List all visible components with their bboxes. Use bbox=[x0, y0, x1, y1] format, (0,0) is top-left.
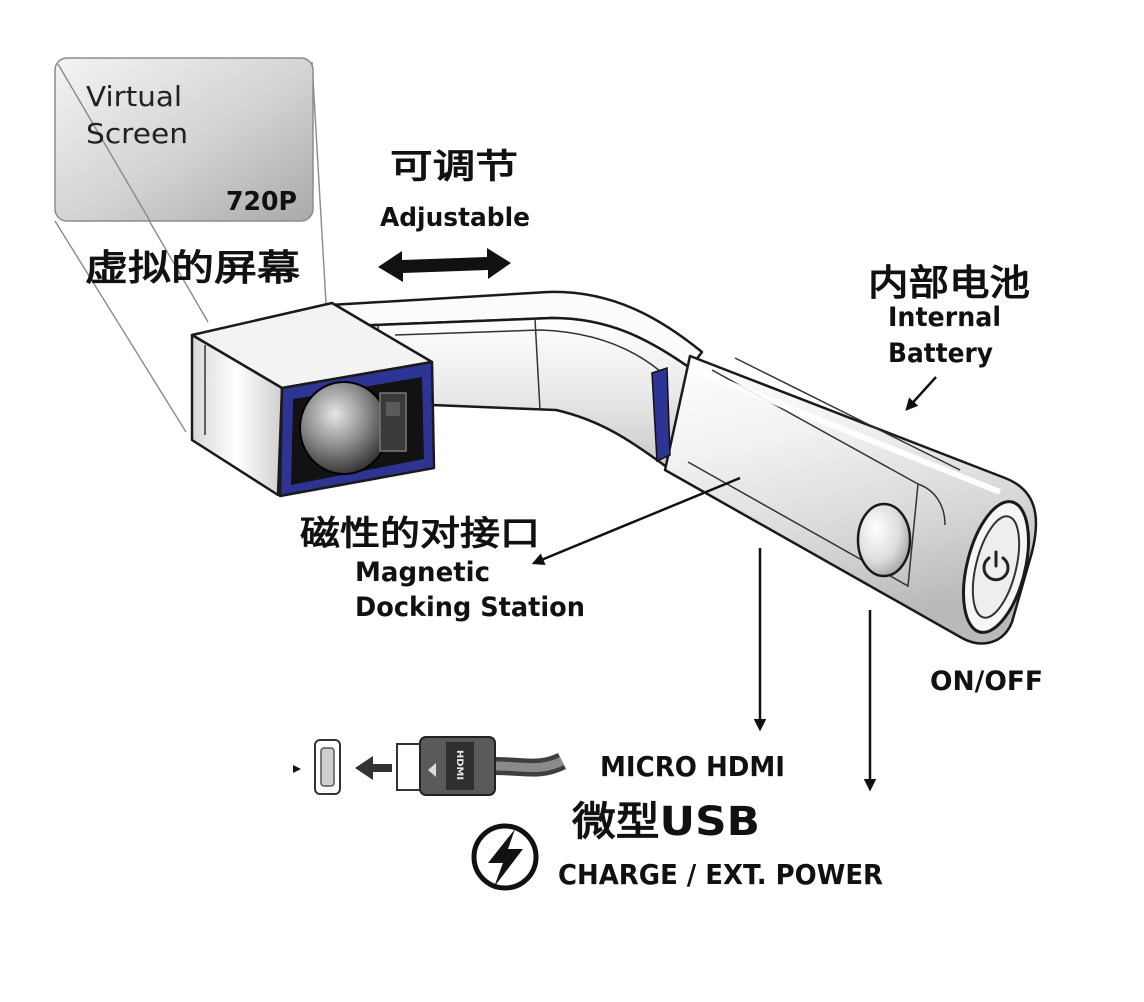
micro-hdmi-label: MICRO HDMI bbox=[600, 750, 785, 783]
docking-label-line1: Magnetic bbox=[355, 557, 490, 588]
virtual-screen-label-cn: 虚拟的屏幕 bbox=[85, 248, 301, 289]
double-arrow-icon bbox=[378, 248, 511, 282]
plug-label: HDMI bbox=[454, 750, 464, 780]
virtual-screen-resolution: 720P bbox=[226, 187, 297, 217]
battery-body bbox=[663, 354, 1038, 645]
virtual-screen-panel: Virtual Screen 720P bbox=[54, 57, 314, 222]
glass-device bbox=[190, 290, 1038, 645]
micro-usb-label-cn: 微型USB bbox=[571, 799, 760, 845]
virtual-screen-title-line2: Screen bbox=[86, 117, 188, 150]
docking-label-cn: 磁性的对接口 bbox=[300, 514, 540, 554]
lens-housing bbox=[190, 301, 436, 498]
hdmi-connector-illustration: HDMI bbox=[293, 736, 567, 796]
battery-label-line2: Battery bbox=[888, 338, 993, 369]
adjustable-label: Adjustable bbox=[380, 203, 530, 233]
battery-label-line1: Internal bbox=[888, 302, 1001, 333]
end-cap bbox=[962, 500, 1030, 634]
insert-arrow-icon bbox=[355, 756, 392, 780]
adjustable-label-cn: 可调节 bbox=[390, 147, 518, 187]
side-button bbox=[856, 502, 912, 578]
battery-label-cn: 内部电池 bbox=[868, 263, 1030, 304]
on-off-label: ON/OFF bbox=[930, 666, 1043, 697]
battery-pointer-arrow bbox=[905, 376, 937, 411]
virtual-screen-title-line1: Virtual bbox=[86, 80, 182, 113]
docking-pointer-arrow bbox=[531, 476, 741, 565]
charge-label: CHARGE / EXT. POWER bbox=[558, 858, 883, 891]
power-icon bbox=[982, 550, 1010, 582]
docking-label-line2: Docking Station bbox=[355, 592, 585, 623]
micro-hdmi-port-icon bbox=[314, 739, 341, 795]
lightning-icon bbox=[471, 823, 539, 891]
docking-strip bbox=[651, 366, 671, 463]
hdmi-plug-icon: HDMI bbox=[396, 736, 567, 796]
lens bbox=[299, 381, 389, 475]
